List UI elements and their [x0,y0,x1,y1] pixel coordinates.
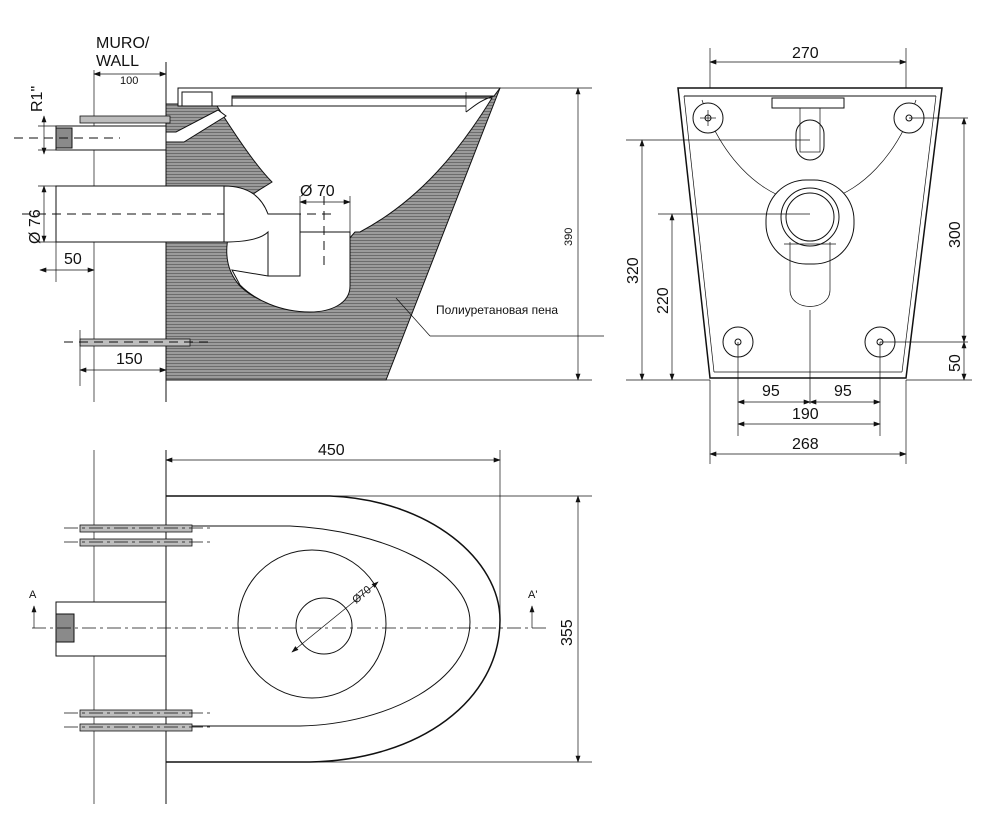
rear-right-inner [901,95,937,373]
rear-rim-tab [771,97,845,109]
rear-height-lower-label: 50 [947,354,964,372]
top-bolt [79,115,171,124]
rear-view: 270 320 220 300 50 95 95 190 268 [625,45,972,464]
top-bolt-1 [79,524,193,533]
outlet-lower-slot [789,242,831,307]
foam-leader-diag [395,297,431,337]
rear-half-left-label: 95 [762,383,780,400]
side-section-view: MURO/ WALL 100 R1" [14,35,604,402]
rear-bottom-width-label: 268 [792,436,819,453]
height-label: 390 [563,228,575,246]
trap-diameter-label: Ø 70 [300,183,335,200]
rear-height-overall-label: 320 [625,257,642,284]
outlet-projection-label: 50 [64,251,82,268]
rim-flush-block [181,91,213,107]
rear-outline [677,87,943,379]
rear-half-right-label: 95 [834,383,852,400]
outlet-hole [785,192,835,242]
wall-label-line2: WALL [96,53,139,70]
bolt-projection-label: 150 [116,351,143,368]
flush-inlet-inner [799,107,821,153]
outlet-pipe [55,185,225,243]
trap-neck [231,231,351,313]
foam-label: Полиуретановая пена [436,303,558,317]
section-label-right: A' [528,589,537,601]
rear-left-inner [683,95,715,373]
wall-label-line1: MURO/ [96,35,150,52]
top-bolt-3 [79,709,193,718]
outlet-ring [780,187,840,247]
top-bowl-opening [237,549,387,699]
top-bolt-4 [79,723,193,732]
top-depth-label: 450 [318,442,345,459]
thread-label: R1" [29,86,46,112]
rear-hole-spacing-label: 190 [792,406,819,423]
top-view: Ø70 A A' 450 355 [29,442,592,804]
rear-height-outlet-label: 220 [655,287,672,314]
rear-height-upper-label: 300 [947,221,964,248]
section-label-left: A [29,589,37,601]
top-inner-diameter-label: Ø70 [350,584,374,607]
wall-thickness-value: 100 [120,75,138,87]
top-drain-dim-line [291,581,379,653]
top-rim-inner [166,525,471,727]
top-bowl-outline [166,495,501,763]
rim-lip [465,95,495,113]
outlet-diameter-label: Ø 76 [27,209,44,244]
rear-top-width-label: 270 [792,45,819,62]
top-width-label: 355 [559,619,576,646]
top-bolt-2 [79,538,193,547]
